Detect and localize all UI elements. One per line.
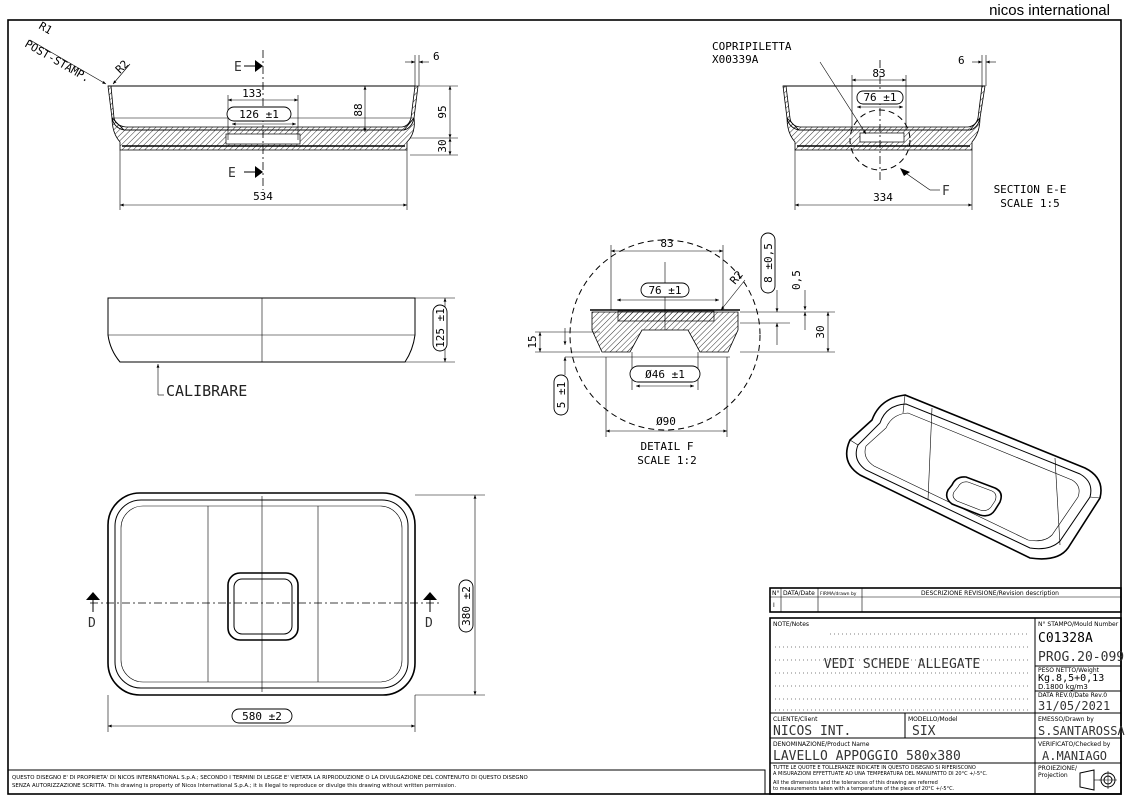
mould-number-value: C01328A xyxy=(1038,631,1093,646)
notes-text: VEDI SCHEDE ALLEGATE xyxy=(824,657,981,672)
detail-dim-76: 76 ±1 xyxy=(648,284,681,297)
detail-dim-90: Ø90 xyxy=(656,415,676,428)
tolerance-note-it-1: TUTTE LE QUOTE E TOLLERANZE INDICATE IN … xyxy=(772,765,976,771)
plan-view: D D 380 ±2 580 ±2 xyxy=(86,492,485,732)
dim-width-534: 534 xyxy=(253,190,273,203)
prog-value: PROG.20-099 xyxy=(1038,650,1124,665)
disclaimer-strip: QUESTO DISEGNO E' DI PROPRIETA' DI NICOS… xyxy=(7,769,766,795)
detail-f-mark: F xyxy=(942,184,950,199)
product-name-value: LAVELLO APPOGGIO 580x380 xyxy=(773,749,961,764)
dim-hole-76: 76 ±1 xyxy=(863,91,896,104)
copripiletta-label: COPRIPILETTA xyxy=(712,40,792,53)
rev-header-no: N° xyxy=(772,590,780,597)
revision-table: N° DATA/Date FIRMA/drawn by DESCRIZIONE … xyxy=(769,587,1122,613)
rev-header-description: DESCRIZIONE REVISIONE/Revision descripti… xyxy=(921,590,1059,597)
projection-label: PROIEZIONE/ xyxy=(1038,765,1078,772)
rev-header-drawn: FIRMA/drawn by xyxy=(820,591,857,597)
detail-f-view: 83 76 ±1 R2 8 ±0,5 0,5 30 15 5 ±1 Ø46 ±1… xyxy=(526,232,835,467)
rev-row-no: I xyxy=(773,602,775,609)
date-rev-label: DATA REV.0/Date Rev.0 xyxy=(1038,692,1107,699)
dim-hole-126: 126 ±1 xyxy=(239,108,279,121)
radius-r2-label: R2 xyxy=(113,58,132,77)
notes-label: NOTE/Notes xyxy=(773,621,809,628)
projection-symbol-icon xyxy=(1079,769,1117,791)
title-block: NOTE/Notes VEDI SCHEDE ALLEGATE N° STAMP… xyxy=(769,617,1125,795)
product-name-label: DENOMINAZIONE/Product Name xyxy=(773,741,870,748)
density-value: D.1800 kg/m3 xyxy=(1038,683,1088,691)
dim-base-30: 30 xyxy=(436,139,449,152)
post-stamp-label: POST-STAMP. xyxy=(23,37,93,85)
detail-dim-5: 5 ±1 xyxy=(555,382,568,409)
disclaimer-line-1: QUESTO DISEGNO E' DI PROPRIETA' DI NICOS… xyxy=(12,775,528,781)
detail-dim-0-5: 0,5 xyxy=(790,270,803,290)
section-e-e-title: SECTION E-E xyxy=(994,183,1067,196)
drawn-by-value: S.SANTAROSSA xyxy=(1038,724,1125,738)
model-label: MODELLO/Model xyxy=(908,716,958,723)
detail-f-title: DETAIL F xyxy=(641,440,694,453)
copripiletta-code: X00339A xyxy=(712,53,759,66)
dim-hole-83: 83 xyxy=(872,67,885,80)
calibrare-note: CALIBRARE xyxy=(166,382,247,400)
dim-width-580: 580 ±2 xyxy=(242,710,282,723)
dim-hole-133: 133 xyxy=(242,87,262,100)
dim-wall-6-ee: 6 xyxy=(958,54,965,67)
model-value: SIX xyxy=(912,724,936,739)
date-rev-value: 31/05/2021 xyxy=(1038,699,1110,713)
elevation-view: 125 ±1 CALIBRARE xyxy=(107,297,455,400)
detail-dim-8: 8 ±0,5 xyxy=(762,243,775,283)
detail-f-scale: SCALE 1:2 xyxy=(637,454,697,467)
isometric-view xyxy=(845,394,1102,560)
dim-wall-6: 6 xyxy=(433,50,440,63)
detail-dim-15: 15 xyxy=(526,335,539,348)
checked-by-value: A.MANIAGO xyxy=(1042,749,1107,763)
weight-label: PESO NETTO/Weight xyxy=(1038,667,1100,674)
section-view: E E R1 POST-STAMP. R2 534 133 126 ±1 88 … xyxy=(23,19,458,210)
detail-dim-83: 83 xyxy=(660,237,673,250)
tolerance-note-en-2: to measurements taken with a temperature… xyxy=(773,786,955,792)
weight-value: Kg.8,5+0,13 xyxy=(1038,673,1104,684)
section-e-e-view: COPRIPILETTA X00339A F SECTION E-E SCALE… xyxy=(712,40,1066,210)
checked-by-label: VERIFICATO/Checked by xyxy=(1038,741,1111,748)
client-label: CLIENTE/Client xyxy=(773,716,818,723)
section-mark-e-top: E xyxy=(234,60,242,75)
tolerance-note-it-2: A MISURAZIONI EFFETTUATE AD UNA TEMPERAT… xyxy=(773,771,988,777)
projection-label-en: Projection xyxy=(1038,772,1068,779)
dim-height-125: 125 ±1 xyxy=(434,308,447,348)
section-e-e-scale: SCALE 1:5 xyxy=(1000,197,1060,210)
section-mark-d-left: D xyxy=(88,616,96,631)
dim-depth-88: 88 xyxy=(352,103,365,116)
dim-depth-380: 380 ±2 xyxy=(460,586,473,626)
mould-number-label: N° STAMPO/Mould Number xyxy=(1038,621,1119,628)
rev-header-date: DATA/Date xyxy=(783,590,815,597)
section-mark-d-right: D xyxy=(425,616,433,631)
section-mark-e-bottom: E xyxy=(228,166,236,181)
detail-radius-r2: R2 xyxy=(727,268,745,287)
detail-dim-30: 30 xyxy=(814,325,827,338)
radius-r1-label: R1 xyxy=(37,19,55,37)
dim-depth-95: 95 xyxy=(436,105,449,118)
company-logo: nicos international xyxy=(989,2,1110,19)
client-value: NICOS INT. xyxy=(773,724,851,739)
drawn-by-label: EMESSO/Drawn by xyxy=(1038,716,1094,723)
tolerance-note-en-1: All the dimensions and the tolerances of… xyxy=(773,780,938,786)
detail-dim-46: Ø46 ±1 xyxy=(645,368,685,381)
dim-width-334: 334 xyxy=(873,191,893,204)
disclaimer-line-2: SENZA AUTORIZZAZIONE SCRITTA. This drawi… xyxy=(12,783,456,789)
